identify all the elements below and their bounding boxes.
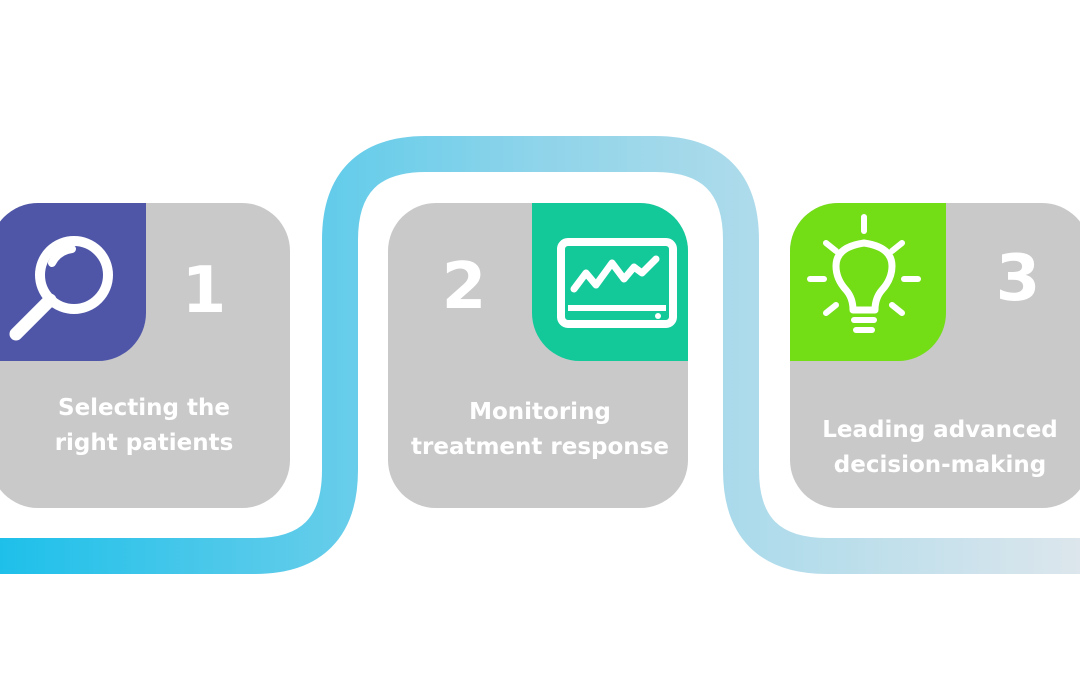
step-label-3-line-1: Leading advanced <box>822 417 1058 443</box>
lightbulb-icon <box>807 214 921 333</box>
step-label-2-line-2: treatment response <box>411 434 669 460</box>
step-number-3: 3 <box>995 242 1041 316</box>
icon-tile-3 <box>790 203 946 361</box>
step-label-1: Selecting the right patients <box>0 391 290 461</box>
step-label-1-line-2: right patients <box>54 430 234 456</box>
step-number-2: 2 <box>441 250 487 324</box>
step-label-3: Leading advanced decision-making <box>790 413 1080 483</box>
step-label-1-line-1: Selecting the <box>58 395 230 421</box>
step-card-3: 3 Leading advanced decision-making <box>790 203 1080 508</box>
icon-tile-1 <box>0 203 146 361</box>
magnifying-glass-icon <box>9 236 113 341</box>
icon-tile-2 <box>532 203 688 361</box>
step-number-1: 1 <box>181 254 227 328</box>
step-label-2-line-1: Monitoring <box>469 399 611 425</box>
step-card-2: 2 Monitoring treatment response <box>388 203 688 508</box>
step-label-3-line-2: decision-making <box>833 452 1047 478</box>
step-label-2: Monitoring treatment response <box>390 395 688 465</box>
heart-monitor-icon <box>557 238 677 328</box>
step-card-1: 1 Selecting the right patients <box>0 203 290 508</box>
